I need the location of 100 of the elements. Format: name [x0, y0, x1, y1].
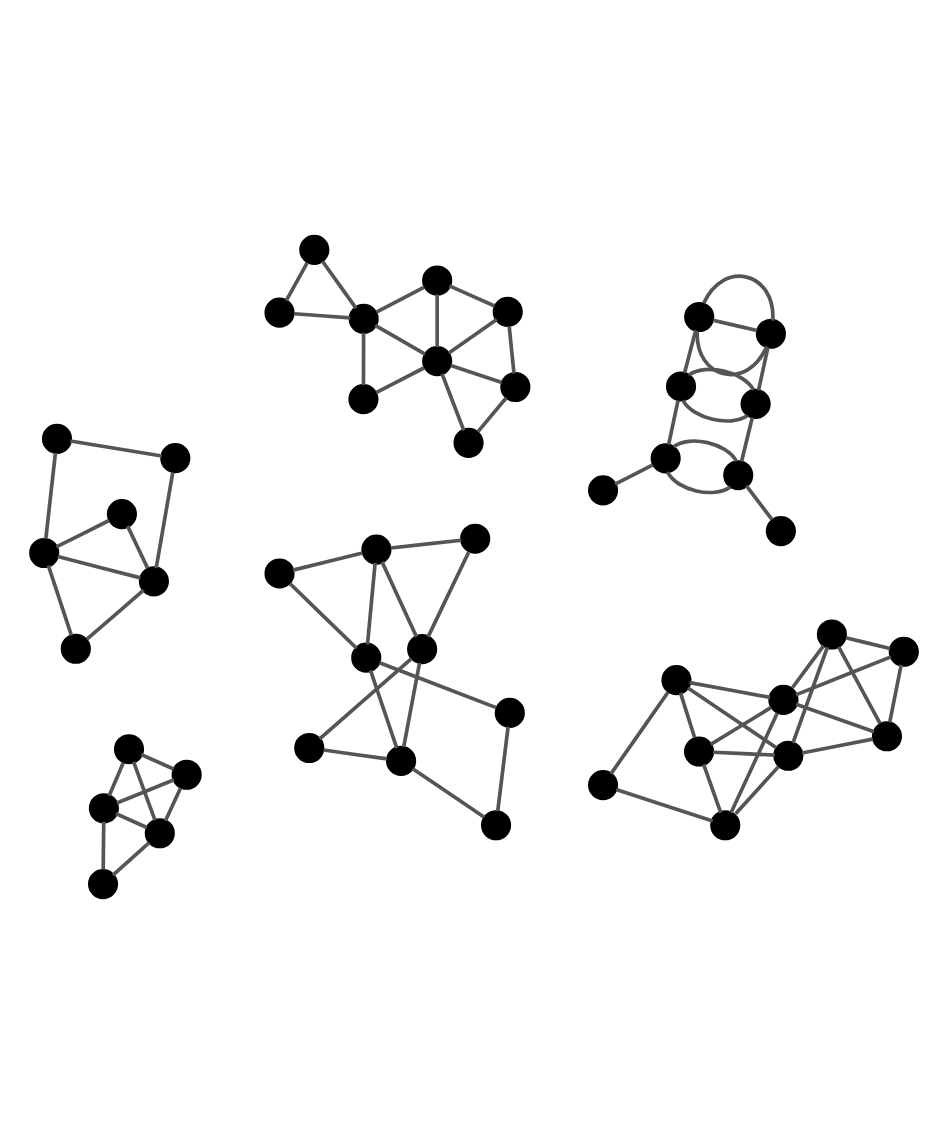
node-circle: [144, 817, 175, 848]
connector: [107, 760, 126, 796]
node-circle: [361, 533, 392, 564]
node-circle: [460, 522, 491, 553]
node-circle: [299, 233, 330, 264]
connector: [116, 777, 175, 804]
connector: [435, 293, 439, 347]
connector: [791, 645, 830, 743]
connector: [745, 483, 774, 520]
node-circle: [816, 618, 847, 649]
node-circle: [106, 498, 137, 529]
node-circle: [492, 295, 523, 326]
node-circle: [264, 557, 295, 588]
node-circle: [480, 809, 512, 840]
connector: [666, 398, 680, 444]
connector: [476, 395, 508, 432]
node-circle: [138, 565, 169, 596]
node-circle: [407, 633, 438, 664]
connector: [712, 317, 758, 332]
connector: [294, 310, 351, 319]
node-circle: [500, 370, 531, 402]
connector: [411, 766, 486, 818]
connector: [845, 635, 891, 650]
connector: [665, 470, 732, 494]
node-circle: [41, 422, 73, 453]
node-circle: [588, 474, 619, 505]
connector: [374, 322, 426, 355]
connector: [440, 372, 466, 431]
node-circle: [348, 383, 379, 414]
connector: [380, 560, 419, 637]
node-circle: [661, 664, 692, 695]
node-circle: [665, 370, 697, 401]
connector: [795, 654, 892, 696]
node-circle: [684, 300, 715, 332]
node-circle: [29, 536, 60, 568]
connector: [101, 820, 106, 869]
node-circle: [494, 696, 525, 727]
connector: [46, 564, 74, 635]
connector: [448, 283, 496, 307]
connector: [887, 663, 903, 722]
connector: [284, 260, 309, 301]
connector: [375, 284, 426, 313]
connector: [450, 362, 503, 384]
connector: [318, 656, 413, 740]
connector: [712, 749, 775, 756]
connector: [795, 701, 875, 733]
connector: [390, 537, 462, 549]
connector: [140, 751, 175, 770]
connector: [55, 517, 110, 548]
connector: [365, 561, 377, 644]
node-circle: [422, 345, 453, 376]
node-circle: [113, 733, 145, 764]
connector: [125, 524, 150, 569]
node-circle: [710, 809, 741, 840]
node-circle: [765, 515, 796, 546]
connector: [682, 328, 698, 373]
connector: [672, 438, 738, 462]
node-circle: [422, 264, 453, 295]
connector: [57, 553, 141, 579]
connector: [426, 550, 471, 637]
connector: [43, 451, 58, 539]
node-circle: [888, 635, 919, 666]
connector: [115, 811, 148, 829]
connector: [111, 840, 151, 876]
connector: [401, 661, 422, 747]
node-circle: [588, 769, 619, 800]
node-circle: [348, 302, 379, 333]
node-circle: [60, 632, 91, 663]
connector: [131, 760, 157, 820]
connector: [614, 462, 654, 485]
connector: [495, 725, 510, 811]
connector: [734, 764, 780, 814]
connector: [378, 660, 497, 709]
node-circle: [755, 317, 786, 348]
connector: [609, 690, 670, 774]
connector: [154, 471, 175, 568]
connector: [801, 736, 874, 754]
node-circle: [171, 758, 202, 789]
node-circle: [723, 459, 754, 490]
node-circle: [264, 296, 295, 327]
connector: [688, 366, 756, 390]
node-circle: [871, 720, 902, 751]
connector: [837, 645, 882, 724]
connector: [739, 416, 755, 461]
node-circle: [160, 442, 191, 473]
connector: [163, 786, 183, 821]
connector: [85, 587, 145, 640]
node-circle: [88, 792, 119, 823]
node-circle: [768, 683, 799, 714]
connector: [323, 747, 388, 760]
connector: [361, 331, 366, 385]
connector: [709, 704, 773, 745]
node-circle: [87, 868, 119, 899]
connector: [689, 679, 771, 699]
connector: [615, 786, 714, 822]
connector: [375, 365, 426, 394]
connector: [702, 273, 775, 320]
connector: [756, 345, 770, 390]
connector: [70, 438, 162, 457]
connector: [729, 711, 779, 813]
